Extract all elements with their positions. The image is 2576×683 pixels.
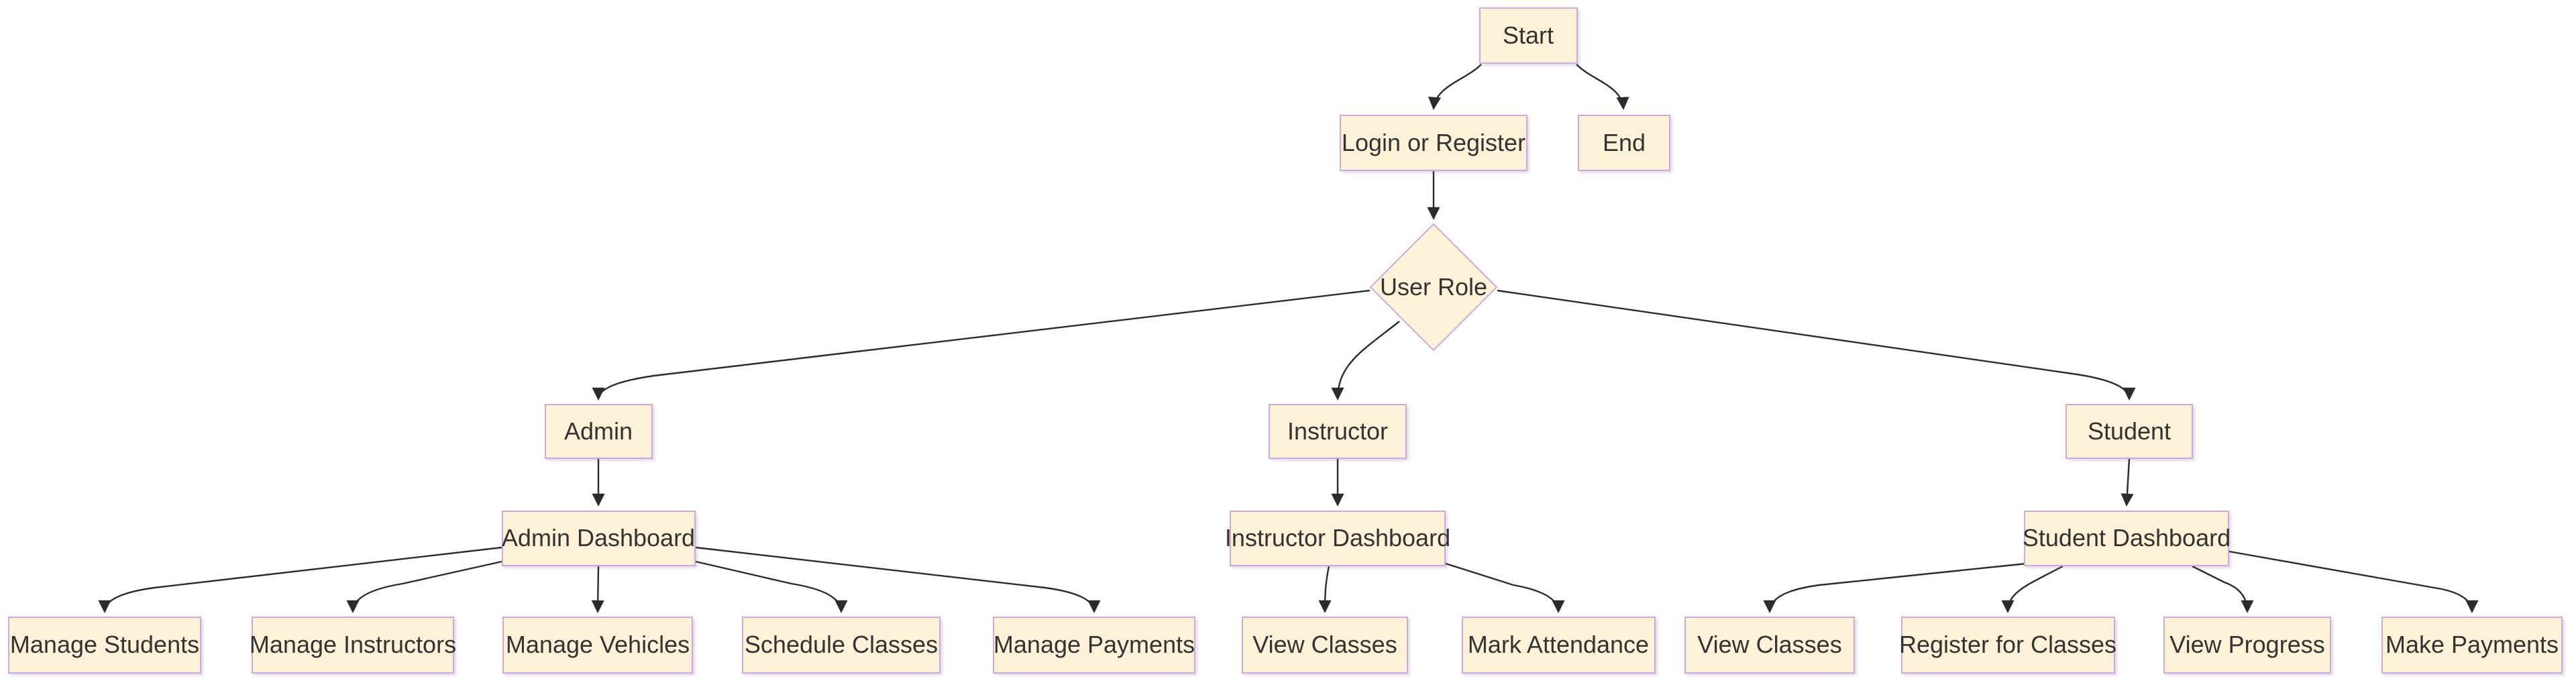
edge-user-role-to-student <box>1497 289 2136 401</box>
node-label: Register for Classes <box>1898 631 2117 658</box>
node-schedule-classes: Schedule Classes <box>742 616 941 674</box>
node-label: Schedule Classes <box>744 631 938 658</box>
node-stud-view-classes: View Classes <box>1684 616 1855 674</box>
node-label: View Progress <box>2169 631 2325 658</box>
node-instructor: Instructor <box>1269 404 1407 459</box>
edge-admin-dash-to-schedule-classes <box>695 560 848 613</box>
node-view-progress: View Progress <box>2163 616 2331 674</box>
node-register-classes: Register for Classes <box>1899 616 2116 674</box>
diamond-shape <box>1370 223 1497 351</box>
node-end: End <box>1578 115 1670 171</box>
node-user-role: User Role <box>1370 223 1497 351</box>
node-label: Start <box>1502 21 1554 49</box>
node-label: End <box>1602 129 1646 156</box>
node-manage-vehicles: Manage Vehicles <box>502 616 693 674</box>
node-label: Student <box>2087 417 2171 445</box>
node-label: Manage Instructors <box>249 631 457 658</box>
edge-user-role-to-instructor <box>1331 321 1400 401</box>
edge-user-role-to-admin <box>592 289 1371 401</box>
edge-admin-dash-to-manage-students <box>98 546 502 613</box>
node-label: Instructor <box>1287 417 1389 445</box>
node-label: Mark Attendance <box>1467 631 1650 658</box>
edge-instr-dash-to-mark-attendance <box>1445 562 1565 613</box>
edge-student-dash-to-register-classes <box>2001 565 2063 613</box>
edge-student-to-student-dash <box>2121 458 2134 507</box>
node-label: View Classes <box>1252 631 1397 658</box>
node-label: Admin <box>564 417 633 445</box>
node-label: Manage Payments <box>993 631 1195 658</box>
node-start: Start <box>1479 7 1578 64</box>
node-student-dash: Student Dashboard <box>2023 510 2231 566</box>
edge-student-dash-to-stud-view-classes <box>1763 562 2027 613</box>
node-manage-payments: Manage Payments <box>993 616 1195 674</box>
edge-student-dash-to-make-payments <box>2229 550 2479 613</box>
node-manage-instructors: Manage Instructors <box>250 616 456 674</box>
node-manage-students: Manage Students <box>8 616 201 674</box>
node-label: Manage Students <box>9 631 200 658</box>
edge-student-dash-to-view-progress <box>2192 565 2254 613</box>
edge-admin-dash-to-manage-payments <box>695 546 1101 613</box>
node-label: Admin Dashboard <box>501 524 696 551</box>
node-label: Make Payments <box>2385 631 2559 658</box>
node-label: Manage Vehicles <box>505 631 690 658</box>
node-label: View Classes <box>1697 631 1842 658</box>
node-label: Instructor Dashboard <box>1224 524 1451 551</box>
edge-instr-dash-to-instr-view-classes <box>1318 566 1332 613</box>
node-admin: Admin <box>544 404 653 459</box>
edges-group <box>98 64 2479 613</box>
edge-admin-dash-to-manage-instructors <box>346 560 502 613</box>
node-label: Student Dashboard <box>2022 524 2231 551</box>
node-admin-dash: Admin Dashboard <box>501 510 696 566</box>
edge-start-to-login <box>1428 64 1482 110</box>
node-instr-dash: Instructor Dashboard <box>1225 510 1450 566</box>
node-mark-attendance: Mark Attendance <box>1461 616 1656 674</box>
node-label: Login or Register <box>1341 129 1526 156</box>
node-make-payments: Make Payments <box>2381 616 2563 674</box>
node-login: Login or Register <box>1340 115 1527 171</box>
node-label: User Role <box>1379 273 1488 301</box>
edge-start-to-end <box>1576 64 1629 110</box>
node-student: Student <box>2065 404 2193 459</box>
node-instr-view-classes: View Classes <box>1242 616 1408 674</box>
